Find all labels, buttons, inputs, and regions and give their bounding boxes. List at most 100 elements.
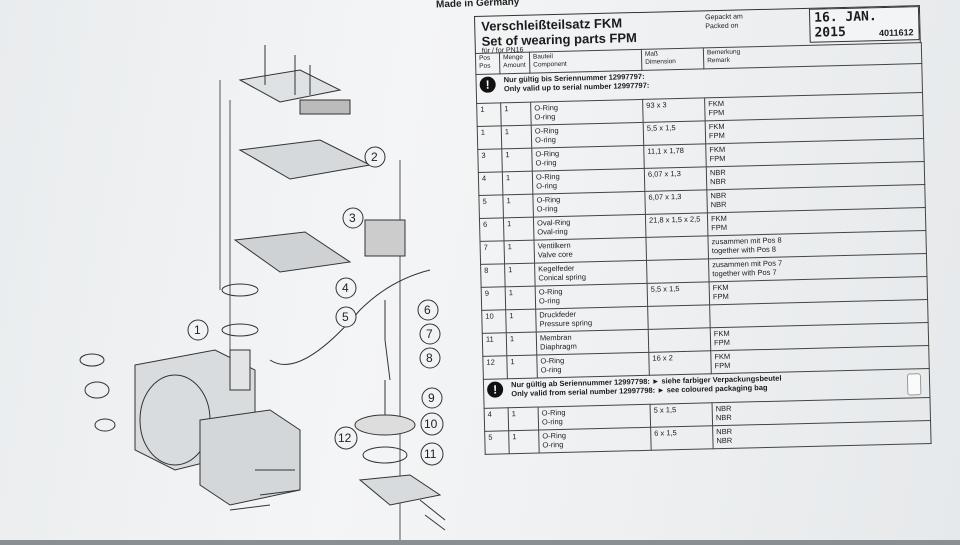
component-line-2: Valve core xyxy=(537,249,573,260)
cell-dimension: 6 x 1,5 xyxy=(650,425,714,451)
part-number: 4011612 xyxy=(878,27,914,39)
cell-qty: 1 xyxy=(500,102,532,126)
cell-pos: 7 xyxy=(480,240,505,265)
cell-pos: 4 xyxy=(478,171,503,196)
cell-qty: 1 xyxy=(501,148,533,172)
cell-pos: 8 xyxy=(480,263,506,288)
exclamation-icon: ! xyxy=(479,76,496,93)
cell-dimension: 93 x 3 xyxy=(642,97,706,123)
cell-qty: 1 xyxy=(506,355,538,379)
cell-pos: 1 xyxy=(477,125,502,150)
cell-pos: 4 xyxy=(484,407,509,432)
col-qty: Menge Amount xyxy=(499,52,530,74)
component-line-2: Pressure spring xyxy=(539,318,593,329)
callout-5-circle xyxy=(335,306,357,328)
cell-qty: 1 xyxy=(506,332,537,356)
component-line-2: O-ring xyxy=(538,295,560,306)
exploded-view-diagram: 1 2 3 4 5 6 7 8 9 10 11 xyxy=(60,40,470,540)
cell-qty: 1 xyxy=(502,171,533,195)
cell-qty: 1 xyxy=(504,240,535,264)
component-line-2: O-ring xyxy=(536,204,558,214)
callout-9-circle xyxy=(421,387,443,409)
cell-dimension: 6,07 x 1,3 xyxy=(644,166,707,192)
cell-pos: 5 xyxy=(478,194,504,219)
component-line-2: O-ring xyxy=(542,439,564,450)
callout-5: 5 xyxy=(342,310,349,324)
callout-3: 3 xyxy=(349,211,356,225)
component-line-2: O-ring xyxy=(534,135,556,145)
cell-dimension xyxy=(648,327,711,353)
callout-1-circle xyxy=(187,319,209,341)
callout-7: 7 xyxy=(426,327,433,341)
cell-qty: 1 xyxy=(504,263,536,287)
title-english: Set of wearing parts FPM xyxy=(481,30,638,49)
exploded-view-drawing: 1 2 3 4 5 6 7 8 9 10 11 xyxy=(79,45,446,540)
col-component: Bauteil Component xyxy=(529,49,642,74)
callout-12: 12 xyxy=(338,431,352,445)
component-line-2: O-ring xyxy=(540,364,562,375)
callout-9: 9 xyxy=(428,391,435,405)
cell-dimension xyxy=(647,304,711,330)
component-line-2: Diaphragm xyxy=(539,341,577,352)
cell-pos: 9 xyxy=(481,286,506,311)
cell-dimension: 5,5 x 1,5 xyxy=(647,281,710,307)
cell-qty: 1 xyxy=(501,125,532,149)
cell-qty: 1 xyxy=(502,194,534,218)
cell-pos: 1 xyxy=(476,102,502,127)
parts-table: Pos Pos Menge Amount Bauteil Component M… xyxy=(475,42,932,455)
callout-3-circle xyxy=(342,207,364,229)
callout-12-circle xyxy=(334,426,358,450)
packed-on-label: Gepackt am Packed on xyxy=(705,13,743,31)
callout-7-circle xyxy=(419,323,441,345)
callout-4-circle xyxy=(335,277,357,299)
callout-1: 1 xyxy=(194,323,201,337)
callout-11-circle xyxy=(420,442,444,466)
callout-2-circle xyxy=(364,146,386,168)
cell-pos: 12 xyxy=(482,355,508,380)
for-model: für / for PN16 xyxy=(481,46,524,55)
callout-2: 2 xyxy=(371,150,378,164)
parts-list: Verschleißteilsatz FKM Set of wearing pa… xyxy=(474,5,932,526)
cell-dimension: 11,1 x 1,78 xyxy=(643,143,707,169)
cell-dimension: 5 x 1,5 xyxy=(650,402,713,428)
col-dimension: Maß Dimension xyxy=(641,47,704,71)
cell-qty: 1 xyxy=(505,309,537,333)
cell-dimension: 6,07 x 1,3 xyxy=(644,189,708,215)
cell-pos: 11 xyxy=(482,332,507,357)
callout-6-circle xyxy=(417,299,439,321)
cell-dimension: 21,8 x 1,5 x 2,5 xyxy=(645,212,708,238)
component-line-2: O-ring xyxy=(534,112,556,122)
component-line-2: Conical spring xyxy=(538,272,587,283)
component-line-2: O-ring xyxy=(536,181,558,191)
component-line-2: O-ring xyxy=(535,158,557,168)
cell-qty: 1 xyxy=(503,217,534,241)
callout-8-circle xyxy=(419,347,441,369)
callout-10: 10 xyxy=(424,417,438,431)
col-pos: Pos Pos xyxy=(475,52,500,75)
cell-pos: 10 xyxy=(481,309,507,334)
cell-dimension: 16 x 2 xyxy=(648,350,712,376)
cell-dimension: 5,5 x 1,5 xyxy=(643,120,706,146)
cell-pos: 5 xyxy=(484,430,510,455)
exclamation-icon: ! xyxy=(486,381,504,398)
cell-dimension xyxy=(645,235,709,261)
cell-qty: 1 xyxy=(508,407,539,431)
cell-pos: 3 xyxy=(477,148,503,173)
callout-11: 11 xyxy=(424,447,437,461)
callout-10-circle xyxy=(420,412,444,436)
cell-pos: 6 xyxy=(479,217,505,242)
callout-4: 4 xyxy=(342,281,349,295)
